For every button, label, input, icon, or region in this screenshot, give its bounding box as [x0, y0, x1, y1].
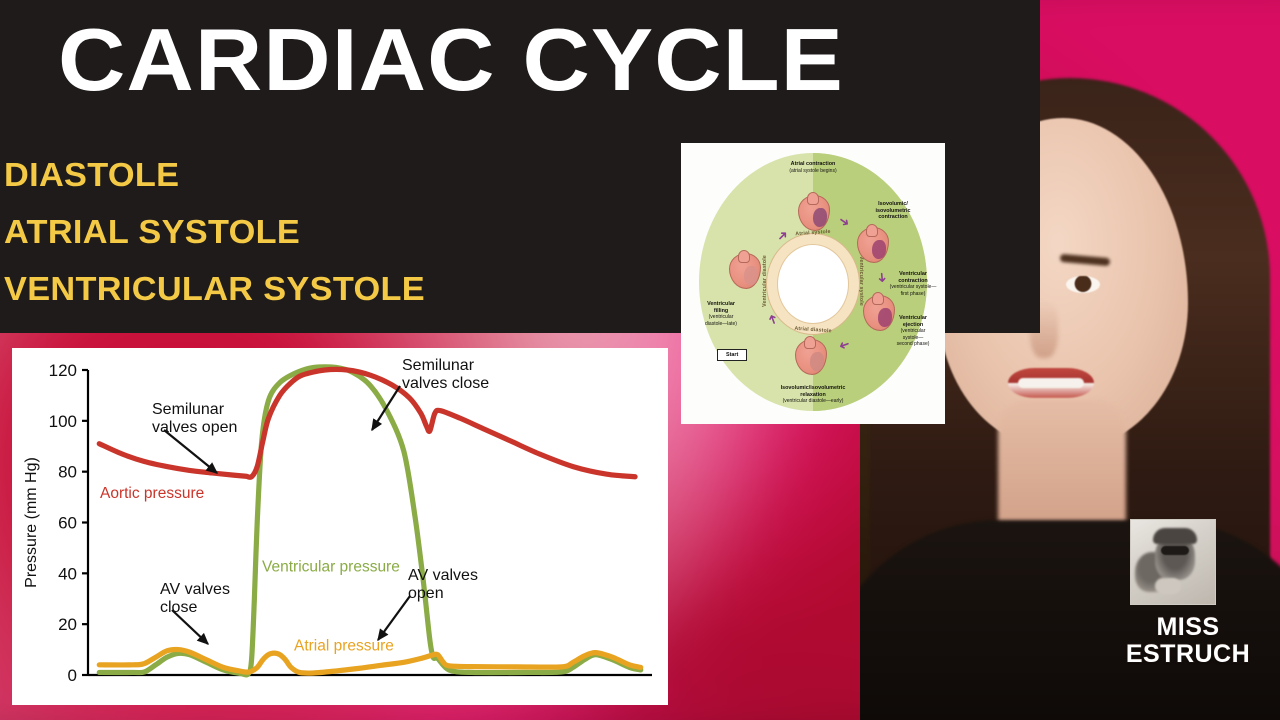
y-tick-label: 100	[49, 412, 77, 431]
channel-name-line2: ESTRUCH	[1125, 640, 1251, 668]
avatar	[1130, 519, 1216, 605]
y-tick-label: 80	[58, 463, 77, 482]
stage-label-isovolumic-contraction: Isovolumic/ isovolumetric contraction	[875, 201, 911, 221]
y-tick-label: 20	[58, 615, 77, 634]
cardiac-cycle-diagram: Atrial systole Atrial diastole Ventricul…	[681, 143, 945, 424]
cycle-arrow-3: ➜	[874, 271, 891, 284]
stage-label-ventricular-filling: Ventricular filling (ventricular diastol…	[705, 301, 737, 327]
phase-item-ventricular-systole: VENTRICULAR SYSTOLE	[4, 270, 425, 307]
heart-ventricular-filling	[729, 250, 761, 289]
y-tick-label: 40	[58, 564, 77, 583]
annotation-arrow	[171, 609, 209, 645]
stage-label-ventricular-ejection: Ventricular ejection (ventricular systol…	[896, 315, 930, 348]
presenter-eye-right	[1066, 276, 1100, 293]
phase-list: DIASTOLE ATRIAL SYSTOLE VENTRICULAR SYST…	[4, 158, 425, 329]
annotation-arrow	[371, 385, 401, 432]
series-label-aortic-pressure: Aortic pressure	[100, 485, 204, 502]
phase-item-atrial-systole: ATRIAL SYSTOLE	[4, 213, 301, 250]
stage-label-atrial-contraction: Atrial contraction (atrial systole begin…	[789, 161, 837, 174]
series-line-atrial-pressure	[96, 646, 644, 676]
annotation-arrow	[163, 429, 219, 474]
presenter-teeth	[1018, 378, 1084, 388]
stage-label-isovolumic-relaxation: Isovolumic/isovolumetric relaxation (ven…	[780, 385, 846, 405]
page-title: CARDIAC CYCLE	[58, 10, 844, 109]
stage-label-ventricular-contraction: Ventricular contraction (ventricular sys…	[889, 271, 937, 297]
heart-ventricular-ejection	[863, 292, 895, 331]
y-tick-label: 0	[68, 666, 77, 685]
y-tick-label: 60	[58, 514, 77, 533]
channel-name-line1: MISS	[1156, 613, 1220, 641]
avatar-arm	[1155, 578, 1181, 594]
ring-label-ventricular-diastole: Ventricular diastole	[762, 255, 768, 307]
y-axis-title: Pressure (mm Hg)	[23, 457, 40, 588]
cycle-inner-ring	[766, 232, 860, 335]
ring-label-ventricular-systole: Ventricular systole	[858, 256, 864, 306]
series-label-atrial-pressure: Atrial pressure	[294, 638, 394, 655]
cycle-ring-hole	[777, 243, 849, 324]
series-label-ventricular-pressure: Ventricular pressure	[262, 559, 400, 576]
annotation-arrow	[377, 595, 411, 642]
phase-item-diastole: DIASTOLE	[4, 156, 180, 193]
heart-isovolumic-contraction	[857, 224, 889, 263]
avatar-hat	[1153, 528, 1197, 544]
channel-name: MISS ESTRUCH	[1108, 613, 1268, 668]
avatar-sunglasses-icon	[1161, 546, 1189, 555]
heart-atrial-contraction	[798, 192, 830, 231]
y-tick-label: 120	[49, 361, 77, 380]
start-label: Start	[717, 349, 748, 361]
heart-isovolumic-relaxation	[795, 336, 827, 375]
